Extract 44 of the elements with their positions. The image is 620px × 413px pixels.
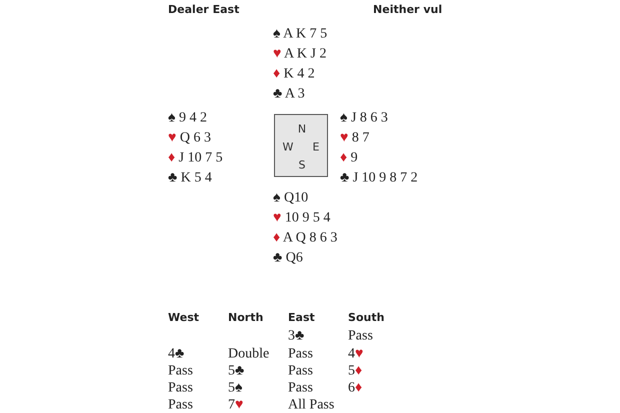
card-holding: ♥ Q 6 3 [168, 130, 211, 146]
bid-call: 7♥ [228, 397, 244, 413]
dealer-note: Dealer East [168, 4, 240, 16]
card-holding: ♠ J 8 6 3 [340, 110, 388, 126]
bid-call: Pass [168, 363, 193, 379]
bid-call: 4♥ [348, 346, 364, 362]
card-holding: ♥ 8 7 [340, 130, 370, 146]
direction-letter: W [282, 142, 294, 152]
bid-call: Pass [288, 346, 313, 362]
card-holding: ♦ A Q 8 6 3 [273, 230, 338, 246]
card-holding: ♣ K 5 4 [168, 170, 212, 186]
card-holding: ♣ A 3 [273, 86, 305, 102]
card-holding: ♠ A K 7 5 [273, 26, 328, 42]
direction-letter: N [298, 124, 306, 134]
card-holding: ♦ J 10 7 5 [168, 150, 223, 166]
bid-call: Pass [168, 380, 193, 396]
direction-letter: E [312, 142, 320, 152]
bid-call: 6♦ [348, 380, 362, 396]
bid-call: Pass [168, 397, 193, 413]
card-holding: ♦ 9 [340, 150, 358, 166]
card-holding: ♣ J 10 9 8 7 2 [340, 170, 418, 186]
column-header: East [288, 312, 315, 324]
card-holding: ♠ Q10 [273, 190, 308, 206]
card-holding: ♦ K 4 2 [273, 66, 315, 82]
direction-letter: S [298, 160, 306, 170]
bid-call: Pass [288, 380, 313, 396]
bid-call: 5♦ [348, 363, 362, 379]
column-header: South [348, 312, 384, 324]
bid-call: 3♣ [288, 328, 304, 344]
card-holding: ♥ A K J 2 [273, 46, 326, 62]
bid-call: All Pass [288, 397, 334, 413]
column-header: North [228, 312, 264, 324]
bid-call: Pass [348, 328, 373, 344]
bid-call: Double [228, 346, 270, 362]
bid-call: Pass [288, 363, 313, 379]
card-holding: ♠ 9 4 2 [168, 110, 207, 126]
card-holding: ♥ 10 9 5 4 [273, 210, 330, 226]
bid-call: 5♠ [228, 380, 242, 396]
bid-call: 5♣ [228, 363, 244, 379]
compass-box [274, 114, 328, 177]
vulnerability-note: Neither vul [373, 4, 442, 16]
column-header: West [168, 312, 200, 324]
card-holding: ♣ Q6 [273, 250, 303, 266]
bid-call: 4♣ [168, 346, 184, 362]
